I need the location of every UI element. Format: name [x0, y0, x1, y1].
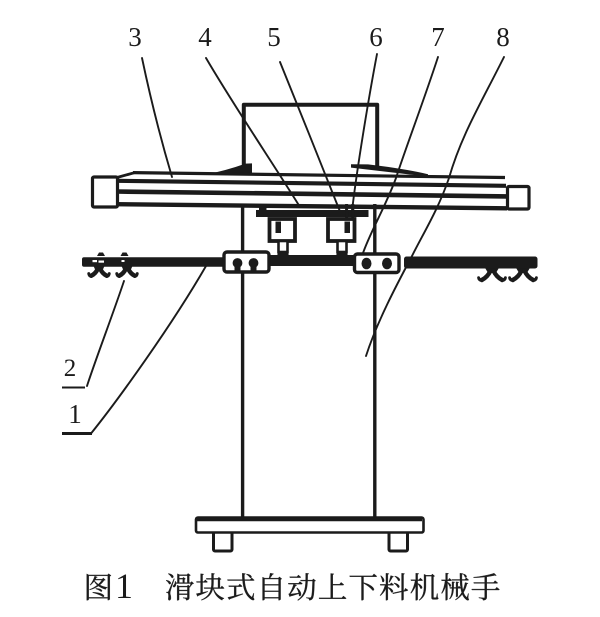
svg-text:1: 1 — [68, 399, 82, 429]
svg-text:2: 2 — [64, 355, 77, 382]
svg-text:7: 7 — [431, 22, 445, 52]
svg-text:1: 1 — [115, 566, 133, 606]
svg-text:3: 3 — [128, 22, 142, 52]
svg-text:4: 4 — [198, 22, 212, 52]
svg-text:8: 8 — [496, 22, 510, 52]
svg-text:5: 5 — [267, 22, 281, 52]
svg-text:6: 6 — [369, 22, 383, 52]
